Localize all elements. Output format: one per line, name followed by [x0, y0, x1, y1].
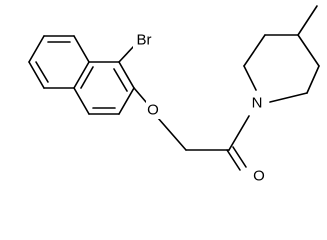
bond-o-ch2 — [157, 117, 187, 151]
carbonyl-oxygen-label: O — [253, 168, 265, 185]
bond-c4a-c8a — [73, 61, 90, 89]
bond-c6-c5 — [28, 61, 45, 89]
atom-label-carbonyl-oxygen: O — [252, 168, 266, 185]
bond-c1-c2-inner — [113, 68, 128, 92]
bond-carbonyl-o-1 — [226, 149, 241, 171]
bond-c2-o — [133, 87, 147, 103]
atom-label-bromine: Br — [133, 31, 155, 49]
bond-c4-c4a — [73, 87, 90, 115]
naphthalene-right-ring — [73, 61, 135, 115]
bromine-label: Br — [137, 32, 152, 49]
bond-carbonyl-n — [228, 115, 250, 151]
nitrogen-label: N — [252, 95, 263, 112]
bond-c7-c6 — [28, 35, 45, 63]
bond-carbonyl-o-2 — [232, 146, 247, 168]
atom-label-ring-nitrogen: N — [250, 94, 265, 112]
structure-diagram: Br O O N — [28, 5, 320, 185]
piperidine-ring — [243, 5, 320, 103]
bond-c2p-c3p — [243, 34, 266, 67]
bond-c5p-c6p — [306, 65, 320, 94]
bond-c6-c5-inner — [35, 61, 49, 83]
bond-c4a-c8a-inner — [80, 66, 94, 89]
atom-label-ether-oxygen: O — [146, 101, 160, 119]
bond-c8a-c8 — [73, 35, 90, 63]
bond-c4p-methyl — [297, 5, 318, 36]
bond-c1-c2 — [118, 61, 135, 89]
bond-c4p-c5p — [297, 34, 320, 67]
ether-oxygen-label: O — [147, 102, 159, 119]
naphthalene-left-ring — [28, 35, 90, 89]
bond-c2-c3 — [118, 87, 135, 115]
bond-n-c2p — [243, 65, 257, 91]
bond-c1-br — [118, 45, 135, 63]
bond-c6p-n — [269, 92, 308, 103]
